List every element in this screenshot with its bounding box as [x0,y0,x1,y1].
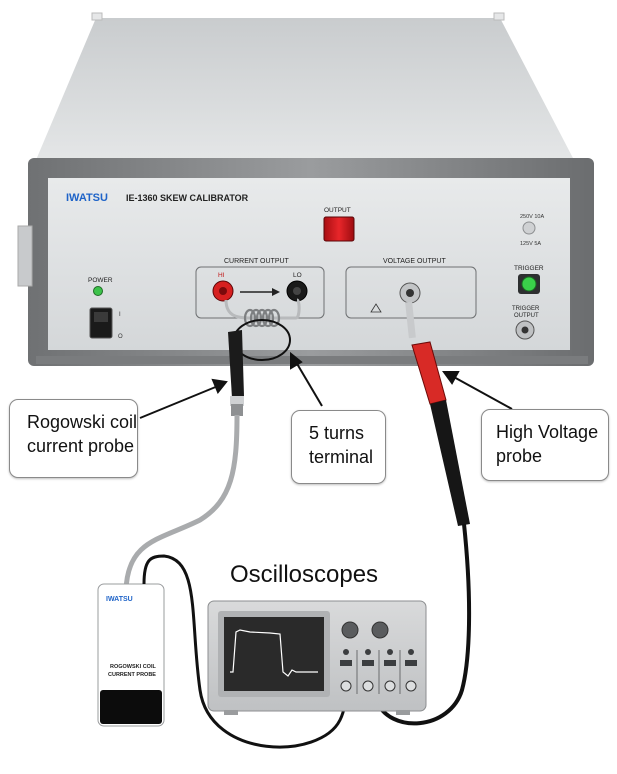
arrow-turns [295,361,323,407]
scope-ch3-input[interactable] [384,680,396,692]
switch-off-mark: O [118,334,123,340]
rogowski-probe-head [228,330,244,398]
oscilloscope-screen [224,617,324,691]
probe-box-output-cable [142,554,347,749]
arrow-hv [451,375,513,410]
callout-turns: 5 turns terminal [291,410,386,484]
scope-ch1-input[interactable] [340,680,352,692]
fuse-holder[interactable] [522,221,536,235]
rogowski-cable [123,414,240,591]
output-button[interactable] [323,216,355,242]
callout-turns-line1: 5 turns [309,423,365,443]
scope-button-3[interactable] [384,660,396,666]
callout-rogowski: Rogowski coil current probe [9,399,138,478]
callout-hv-line2: probe [496,446,543,466]
instrument-top [36,18,574,160]
callout-rogowski-line2: current probe [27,436,135,456]
scope-channel-buttons [340,660,417,666]
fuse-label-bottom: 125V 5A [520,241,541,247]
oscilloscope [207,600,427,715]
power-led [93,286,103,296]
oscilloscope-title: Oscilloscopes [230,561,379,588]
scope-ch2-input[interactable] [362,680,374,692]
scope-knob-2[interactable] [371,621,389,639]
scope-input-bnc [340,680,417,692]
instrument: IWATSU IE-1360 SKEW CALIBRATOR OUTPUT 25… [17,12,594,366]
trigger-label: TRIGGER [514,265,544,272]
lo-label: LO [293,272,302,279]
hi-label: HI [218,272,225,279]
power-label: POWER [88,277,113,284]
scope-button-4[interactable] [405,660,417,666]
fuse-label-top: 250V 10A [520,214,544,220]
trigger-button[interactable] [521,276,537,292]
instrument-brand: IWATSU [66,192,108,204]
coil-turns [243,308,281,328]
scope-knob-1[interactable] [341,621,359,639]
probe-box-label-2: CURRENT PROBE [108,672,156,678]
scope-button-2[interactable] [362,660,374,666]
waveform-trace [230,629,318,677]
scope-ch4-input[interactable] [405,680,417,692]
current-output-label: CURRENT OUTPUT [224,258,290,265]
callout-turns-line2: terminal [309,447,374,467]
callout-hv-line1: High Voltage [496,422,599,442]
switch-on-mark: I [119,312,121,318]
voltage-output-label: VOLTAGE OUTPUT [383,258,446,265]
instrument-front-panel [48,178,570,350]
callout-arrows [139,351,513,419]
probe-box-label-1: ROGOWSKI COIL [110,664,156,670]
callout-rogowski-line1: Rogowski coil [27,412,138,432]
coil-assembly [123,298,301,591]
trigger-output-label-1: TRIGGER [512,306,540,312]
callout-high-voltage: High Voltage probe [481,409,609,481]
output-label: OUTPUT [324,207,351,214]
scope-button-1[interactable] [340,660,352,666]
scope-channel-dots [343,649,414,655]
instrument-model: IE-1360 SKEW CALIBRATOR [126,193,249,203]
probe-box-brand: IWATSU [106,596,133,603]
trigger-output-label-2: OUTPUT [514,313,539,319]
rogowski-probe-box: IWATSU ROGOWSKI COIL CURRENT PROBE [97,554,347,749]
arrow-rogowski [139,385,219,419]
